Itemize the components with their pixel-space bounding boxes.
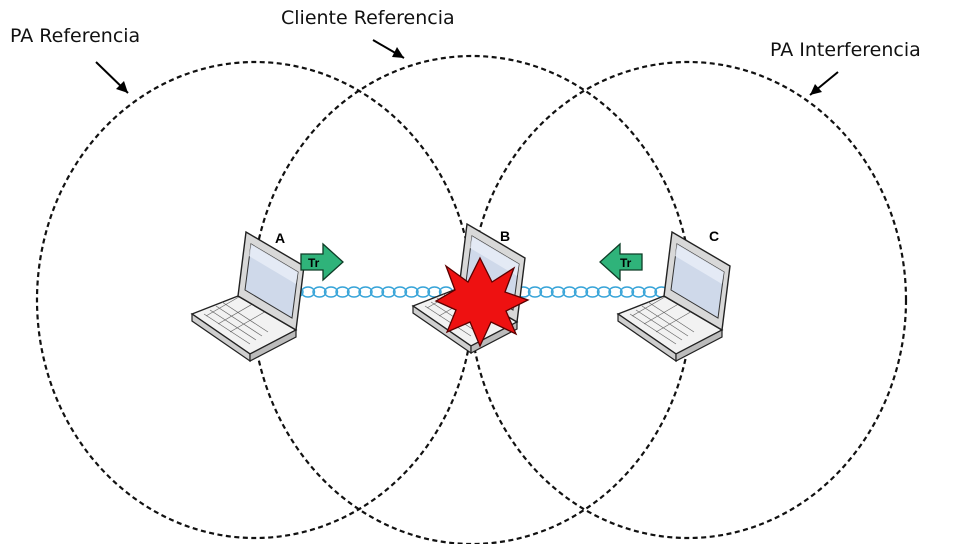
signal-coil-loop (550, 286, 566, 298)
signal-coil-loop (358, 286, 373, 298)
pa-interference-pointer-icon (809, 71, 839, 96)
transmit-label-a: Tr (308, 256, 320, 270)
transmit-label-c: Tr (620, 256, 632, 270)
signal-coil-loop (619, 286, 635, 298)
signal-coil-loop (642, 286, 658, 298)
signal-link-cb (504, 286, 692, 298)
signal-coil-loop (346, 286, 362, 298)
signal-coil-loop (415, 286, 431, 298)
signal-coil-loop (596, 286, 612, 298)
node-label-b: B (500, 228, 510, 244)
pa-interference-label: PA Interferencia (770, 39, 921, 61)
client-reference-pointer-icon (372, 39, 405, 59)
collision-burst-icon (434, 256, 530, 348)
node-label-a: A (275, 230, 285, 246)
signal-coil-loop (573, 286, 589, 298)
signal-coil-loop (300, 286, 316, 298)
signal-coil-loop (312, 286, 327, 298)
pa-reference-pointer-icon (95, 61, 129, 94)
client-reference-label: Cliente Referencia (281, 7, 455, 29)
transmit-arrow-a: Tr (300, 243, 344, 281)
signal-coil-loop (369, 286, 385, 298)
node-label-c: C (709, 228, 719, 244)
signal-coil-loop (539, 286, 554, 298)
signal-coil-loop (392, 286, 408, 298)
signal-coil-loop (585, 286, 600, 298)
pa-reference-label: PA Referencia (10, 25, 140, 47)
signal-coil-loop (631, 286, 646, 298)
signal-coil-loop (404, 286, 419, 298)
signal-coil-loop (527, 286, 543, 298)
signal-coil-loop (381, 286, 396, 298)
signal-coil-loop (562, 286, 577, 298)
signal-coil-loop (323, 286, 339, 298)
signal-coil-loop (608, 286, 623, 298)
signal-coil-loop (335, 286, 350, 298)
laptop-icon (191, 231, 305, 362)
